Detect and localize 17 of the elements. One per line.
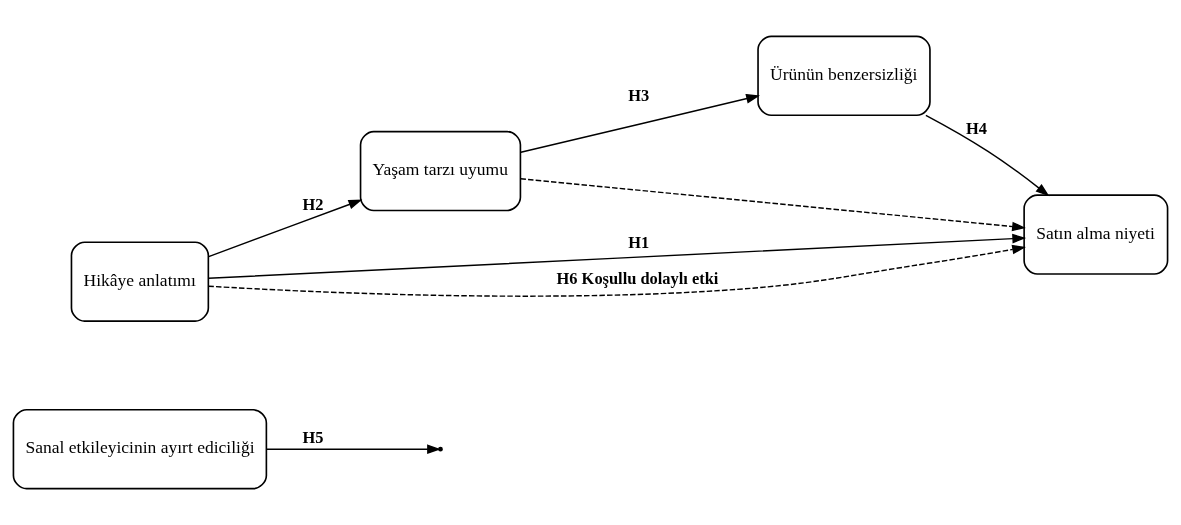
- edge-label: H4: [966, 118, 988, 138]
- arrow: [208, 199, 363, 258]
- edge-label: H6 Koşullu dolaylı etki: [556, 268, 719, 288]
- node-box: Hikâye anlatımı: [70, 241, 210, 322]
- node-box: Yaşam tarzı uyumu: [359, 130, 522, 212]
- arrow: [520, 93, 760, 153]
- edge-label: H2: [302, 195, 324, 215]
- node-box: Ürünün benzersizliği: [757, 35, 931, 117]
- node-box: Satın alma niyeti: [1023, 194, 1169, 275]
- arrow: [925, 114, 1050, 197]
- edge-label: H3: [628, 85, 650, 105]
- arrow: [207, 233, 1027, 280]
- edge-label: H1: [628, 232, 650, 252]
- edge-label: H5: [302, 427, 324, 447]
- node-box: Sanal etkileyicinin ayırt ediciliği: [12, 408, 268, 490]
- arrow: [520, 178, 1026, 232]
- arrow: [207, 244, 1026, 297]
